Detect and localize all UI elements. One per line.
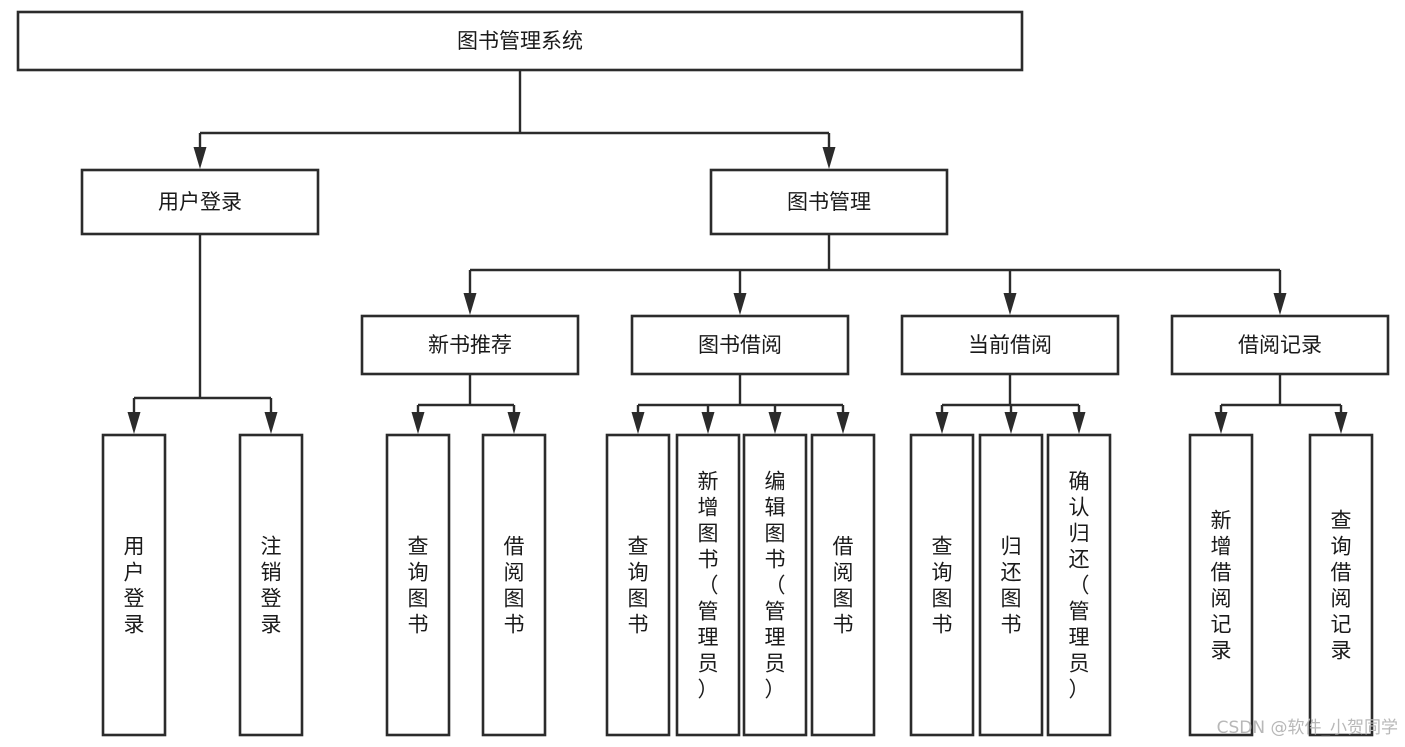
arrow-head-icon	[701, 412, 715, 434]
arrow-head-icon	[768, 412, 782, 434]
arrow-head-icon	[507, 412, 521, 434]
node-box-user-login[interactable]	[80, 168, 320, 236]
node-box-leaf-query-record[interactable]	[1308, 433, 1374, 737]
arrow-head-icon	[935, 412, 949, 434]
node-leaf-edit-book[interactable]: 编辑图书（管理员）	[742, 433, 808, 737]
node-box-book-borrow[interactable]	[630, 314, 850, 376]
node-box-leaf-confirm-return[interactable]	[1046, 433, 1112, 737]
node-label-book-manage: 图书管理	[787, 190, 871, 214]
node-label-user-login: 用户登录	[158, 190, 242, 214]
arrow-head-icon	[1004, 412, 1018, 434]
node-label-root: 图书管理系统	[457, 29, 583, 53]
node-label-leaf-query-book-3: 查询图书	[932, 534, 953, 636]
connector-group-root	[193, 70, 836, 169]
node-label-leaf-add-record: 新增借阅记录	[1211, 508, 1232, 662]
node-box-leaf-add-record[interactable]	[1188, 433, 1254, 737]
arrow-head-icon	[411, 412, 425, 434]
node-label-leaf-user-login: 用户登录	[124, 534, 145, 636]
node-label-leaf-return-book: 归还图书	[1001, 534, 1022, 636]
node-label-book-borrow: 图书借阅	[698, 333, 782, 357]
node-root[interactable]: 图书管理系统	[16, 10, 1024, 72]
node-leaf-query-book-2[interactable]: 查询图书	[605, 433, 671, 737]
node-box-leaf-user-logout[interactable]	[238, 433, 304, 737]
node-label-leaf-confirm-return: 确认归还（管理员）	[1069, 469, 1090, 701]
node-book-borrow[interactable]: 图书借阅	[630, 314, 850, 376]
node-leaf-query-book-1[interactable]: 查询图书	[385, 433, 451, 737]
arrow-head-icon	[733, 293, 747, 315]
node-new-book-rec[interactable]: 新书推荐	[360, 314, 580, 376]
node-layer: 图书管理系统用户登录图书管理新书推荐图书借阅当前借阅借阅记录用户登录注销登录查询…	[16, 10, 1390, 737]
arrow-head-icon	[631, 412, 645, 434]
node-box-leaf-return-book[interactable]	[978, 433, 1044, 737]
node-leaf-user-login[interactable]: 用户登录	[101, 433, 167, 737]
node-label-leaf-query-book-2: 查询图书	[628, 534, 649, 636]
node-box-leaf-add-book[interactable]	[675, 433, 741, 737]
arrow-head-icon	[1003, 293, 1017, 315]
node-box-leaf-query-book-1[interactable]	[385, 433, 451, 737]
node-label-leaf-edit-book: 编辑图书（管理员）	[765, 469, 786, 701]
arrow-head-icon	[463, 293, 477, 315]
node-box-leaf-edit-book[interactable]	[742, 433, 808, 737]
node-label-leaf-borrow-book-2: 借阅图书	[833, 534, 854, 636]
connector-group-book-manage	[463, 234, 1287, 315]
node-user-login[interactable]: 用户登录	[80, 168, 320, 236]
node-leaf-query-book-3[interactable]: 查询图书	[909, 433, 975, 737]
node-leaf-user-logout[interactable]: 注销登录	[238, 433, 304, 737]
node-leaf-borrow-book-1[interactable]: 借阅图书	[481, 433, 547, 737]
node-box-book-manage[interactable]	[709, 168, 949, 236]
connector-group-new-book-rec	[411, 374, 521, 434]
node-leaf-borrow-book-2[interactable]: 借阅图书	[810, 433, 876, 737]
arrow-head-icon	[193, 147, 207, 169]
node-box-borrow-record[interactable]	[1170, 314, 1390, 376]
node-box-leaf-query-book-2[interactable]	[605, 433, 671, 737]
node-label-leaf-user-logout: 注销登录	[261, 534, 282, 636]
node-box-new-book-rec[interactable]	[360, 314, 580, 376]
arrow-head-icon	[822, 147, 836, 169]
node-label-borrow-record: 借阅记录	[1238, 333, 1322, 357]
node-label-new-book-rec: 新书推荐	[428, 333, 512, 357]
arrow-head-icon	[1072, 412, 1086, 434]
node-leaf-add-record[interactable]: 新增借阅记录	[1188, 433, 1254, 737]
node-box-root[interactable]	[16, 10, 1024, 72]
csdn-watermark: CSDN @软件_小贺同学	[1217, 718, 1398, 738]
arrow-head-icon	[264, 412, 278, 434]
connector-group-borrow-record	[1214, 374, 1348, 434]
node-book-manage[interactable]: 图书管理	[709, 168, 949, 236]
node-box-leaf-user-login[interactable]	[101, 433, 167, 737]
node-label-current-borrow: 当前借阅	[968, 333, 1052, 357]
connector-layer	[127, 70, 1348, 434]
connector-group-user-login	[127, 234, 278, 434]
node-label-leaf-add-book: 新增图书（管理员）	[698, 469, 719, 701]
node-leaf-add-book[interactable]: 新增图书（管理员）	[675, 433, 741, 737]
arrow-head-icon	[1273, 293, 1287, 315]
node-leaf-return-book[interactable]: 归还图书	[978, 433, 1044, 737]
node-current-borrow[interactable]: 当前借阅	[900, 314, 1120, 376]
connector-group-book-borrow	[631, 374, 850, 434]
node-label-leaf-borrow-book-1: 借阅图书	[504, 534, 525, 636]
node-leaf-confirm-return[interactable]: 确认归还（管理员）	[1046, 433, 1112, 737]
node-box-leaf-borrow-book-2[interactable]	[810, 433, 876, 737]
node-box-leaf-borrow-book-1[interactable]	[481, 433, 547, 737]
arrow-head-icon	[1334, 412, 1348, 434]
arrow-head-icon	[836, 412, 850, 434]
arrow-head-icon	[1214, 412, 1228, 434]
node-label-leaf-query-record: 查询借阅记录	[1331, 508, 1352, 662]
node-borrow-record[interactable]: 借阅记录	[1170, 314, 1390, 376]
node-box-current-borrow[interactable]	[900, 314, 1120, 376]
node-label-leaf-query-book-1: 查询图书	[408, 534, 429, 636]
node-leaf-query-record[interactable]: 查询借阅记录	[1308, 433, 1374, 737]
connector-group-current-borrow	[935, 374, 1086, 434]
arrow-head-icon	[127, 412, 141, 434]
node-box-leaf-query-book-3[interactable]	[909, 433, 975, 737]
